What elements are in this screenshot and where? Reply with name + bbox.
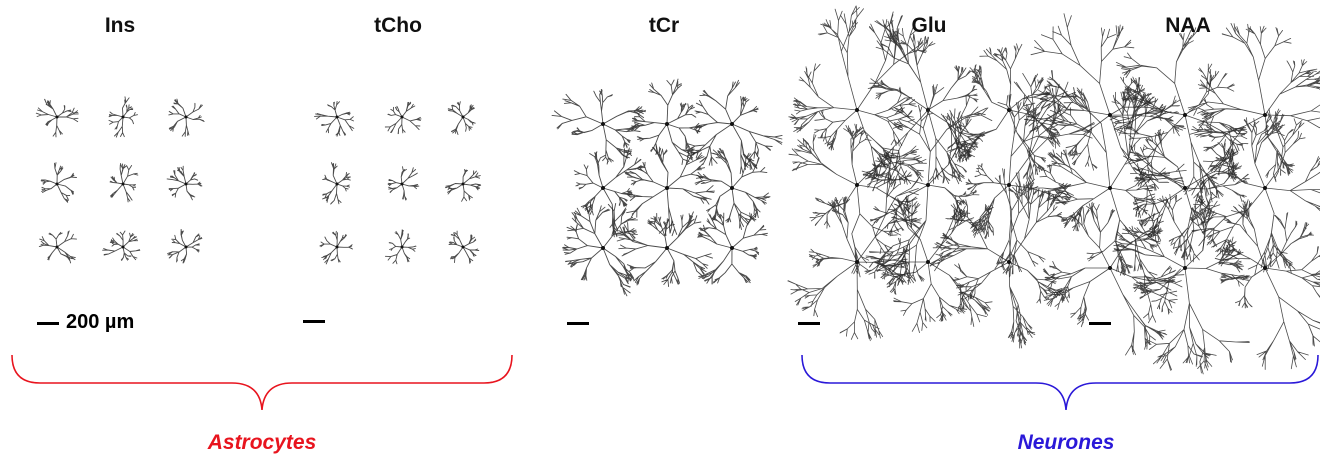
soma-ins-3 (184, 115, 188, 119)
soma-tcho-2 (400, 115, 404, 119)
soma-glu-1 (855, 108, 859, 112)
soma-glu-8 (926, 260, 930, 264)
soma-ins-5 (121, 182, 125, 186)
soma-glu-9 (1007, 260, 1011, 264)
panel-title-naa: NAA (1165, 14, 1211, 37)
soma-naa-7 (1108, 266, 1112, 270)
cell-tcho-5 (387, 166, 420, 201)
soma-tcr-9 (730, 246, 734, 250)
cell-ins-6 (166, 165, 203, 201)
soma-naa-6 (1263, 186, 1267, 190)
cell-tcr-9 (697, 212, 768, 285)
cell-ins-8 (102, 230, 141, 261)
cell-glu-4 (788, 123, 927, 278)
cell-ins-7 (38, 230, 77, 264)
panel-title-glu: Glu (911, 14, 947, 37)
soma-tcr-2 (665, 122, 669, 126)
soma-tcr-1 (601, 122, 605, 126)
cell-tcr-7 (562, 202, 638, 297)
soma-naa-1 (1108, 113, 1112, 117)
cell-naa-7 (1042, 201, 1185, 356)
panel-title-ins: Ins (104, 14, 136, 37)
cell-ins-5 (109, 163, 139, 203)
cell-glu-7 (787, 174, 922, 342)
scale-bar-tcho (303, 320, 325, 323)
soma-glu-7 (855, 260, 859, 264)
cell-glu-6 (965, 73, 1095, 278)
soma-tcho-8 (400, 245, 404, 249)
soma-glu-4 (855, 183, 859, 187)
soma-ins-7 (55, 245, 59, 249)
group-label-neurones: Neurones (1017, 431, 1115, 454)
cell-glu-3 (947, 43, 1066, 184)
cell-tcho-1 (314, 100, 355, 137)
cell-tcho-2 (384, 101, 422, 135)
soma-naa-3 (1263, 113, 1267, 117)
soma-ins-9 (184, 245, 188, 249)
cell-naa-5 (1123, 129, 1250, 263)
soma-tcho-3 (461, 115, 465, 119)
scale-bar-tcr (567, 322, 589, 325)
soma-tcr-8 (665, 246, 669, 250)
cell-ins-9 (167, 228, 203, 264)
soma-ins-2 (121, 115, 125, 119)
cell-glu-9 (929, 168, 1066, 349)
soma-tcho-1 (335, 115, 339, 119)
cell-tcr-2 (631, 78, 703, 166)
soma-tcho-5 (400, 182, 404, 186)
soma-ins-6 (184, 182, 188, 186)
cell-glu-8 (864, 194, 993, 333)
soma-ins-1 (55, 115, 59, 119)
cell-tcr-4 (573, 147, 646, 238)
cell-tcr-5 (623, 145, 715, 237)
group-label-astrocytes: Astrocytes (207, 431, 317, 454)
cell-ins-3 (168, 98, 205, 137)
cell-tcho-3 (447, 101, 476, 135)
cell-tcr-6 (694, 148, 771, 230)
cell-tcho-9 (448, 230, 480, 264)
soma-tcho-7 (335, 245, 339, 249)
cell-naa-4 (1039, 84, 1172, 289)
soma-naa-4 (1108, 186, 1112, 190)
cell-glu-5 (861, 84, 993, 286)
soma-naa-8 (1183, 266, 1187, 270)
cell-tcr-8 (616, 211, 713, 288)
scale-bar-glu (798, 322, 820, 325)
cell-layer (35, 5, 1320, 375)
soma-naa-2 (1183, 113, 1187, 117)
cell-tcr-1 (551, 89, 646, 165)
soma-naa-9 (1263, 266, 1267, 270)
astrocytes-brace (11, 354, 513, 411)
cell-ins-4 (40, 162, 77, 203)
soma-tcr-7 (601, 246, 605, 250)
soma-tcho-9 (461, 245, 465, 249)
soma-glu-6 (1007, 183, 1011, 187)
soma-ins-8 (121, 245, 125, 249)
panel-title-tcr: tCr (648, 14, 680, 37)
cell-tcho-7 (319, 230, 353, 265)
soma-tcho-6 (461, 182, 465, 186)
neurones-brace (801, 354, 1319, 411)
soma-naa-5 (1183, 186, 1187, 190)
soma-tcr-4 (601, 186, 605, 190)
scale-bar-label: 200 µm (66, 311, 135, 333)
soma-ins-4 (55, 182, 59, 186)
soma-tcr-6 (730, 186, 734, 190)
cell-tcho-4 (322, 162, 351, 205)
panel-title-tcho: tCho (374, 14, 422, 37)
cell-ins-1 (35, 98, 79, 138)
cell-tcho-6 (444, 169, 482, 202)
cell-tcho-8 (384, 229, 417, 265)
soma-tcho-4 (335, 182, 339, 186)
scale-bar-naa (1089, 322, 1111, 325)
soma-tcr-3 (730, 122, 734, 126)
scale-bar-ins (37, 322, 59, 325)
cell-ins-2 (108, 96, 138, 138)
soma-tcr-5 (665, 186, 669, 190)
cell-tcr-3 (687, 79, 783, 175)
soma-glu-5 (926, 183, 930, 187)
cell-naa-9 (1214, 199, 1320, 370)
cell-naa-2 (1108, 27, 1249, 209)
